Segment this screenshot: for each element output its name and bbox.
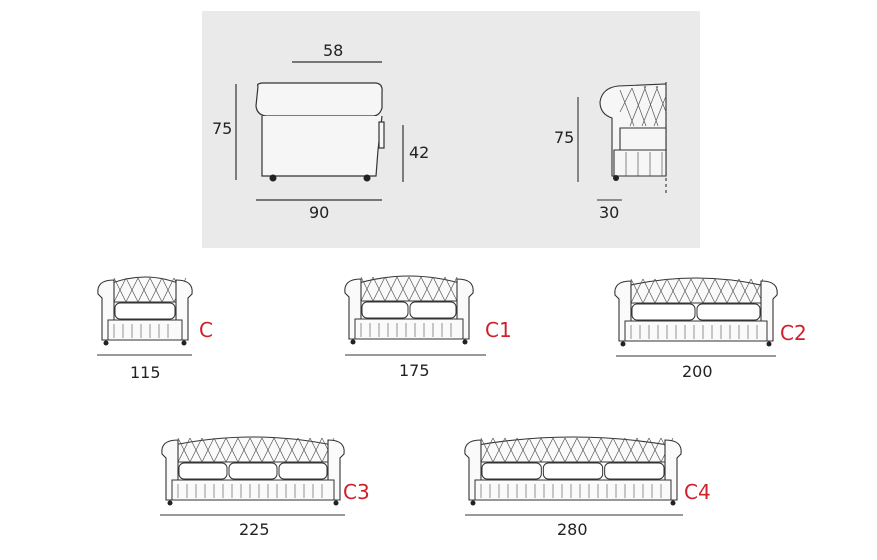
side-depth-total-label: 90	[309, 203, 330, 222]
model-width-c: 115	[130, 363, 161, 382]
model-code-c2: C2	[780, 321, 807, 345]
model-code-c4: C4	[684, 480, 711, 504]
side-view-drawing	[235, 61, 404, 201]
sofa-c2	[614, 277, 778, 357]
model-width-c3: 225	[239, 520, 270, 539]
side-seat-height-label: 42	[409, 143, 430, 162]
front-detail-drawing	[577, 82, 667, 201]
front-arm-width-label: 30	[599, 203, 620, 222]
model-code-c1: C1	[485, 318, 512, 342]
front-height-label: 75	[554, 128, 575, 147]
sofa-c4	[464, 436, 683, 516]
sofa-c1	[344, 275, 486, 356]
model-code-c: C	[199, 318, 213, 342]
model-code-c3: C3	[343, 480, 370, 504]
model-width-c4: 280	[557, 520, 588, 539]
side-depth-seat-label: 58	[323, 41, 344, 60]
model-width-c1: 175	[399, 361, 430, 380]
model-width-c2: 200	[682, 362, 713, 381]
sofa-c	[97, 276, 193, 356]
side-height-label: 75	[212, 119, 233, 138]
sofa-c3	[160, 436, 345, 516]
